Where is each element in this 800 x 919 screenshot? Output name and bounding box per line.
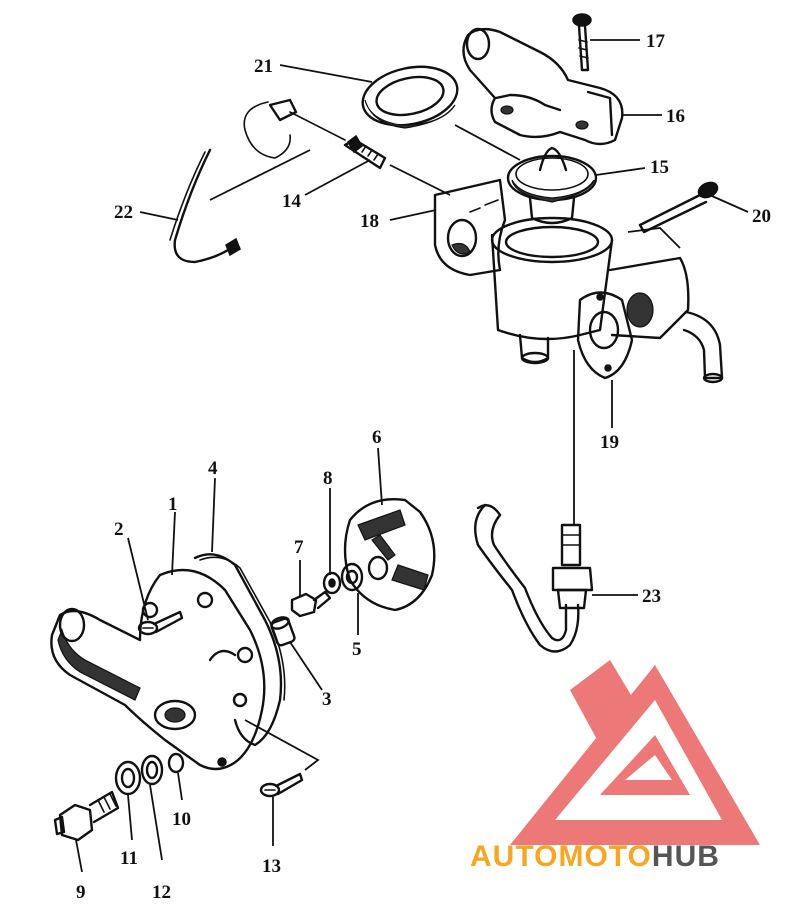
part-15-thermostat	[506, 146, 598, 225]
part-19-gasket	[576, 291, 634, 380]
part-2-screw	[137, 610, 184, 636]
callout-2: 2	[114, 519, 124, 540]
part-18-outlet-body	[433, 178, 724, 384]
part-5-washer	[340, 562, 364, 592]
callout-13: 13	[262, 856, 281, 877]
part-10-washer	[167, 752, 185, 774]
part-20-bolt	[638, 181, 719, 234]
callout-6: 6	[372, 427, 382, 448]
callout-9: 9	[76, 882, 86, 903]
part-6-impeller	[343, 498, 436, 612]
watermark-auto: AUTO	[470, 840, 558, 873]
callout-15: 15	[650, 157, 669, 178]
callout-20: 20	[752, 206, 771, 227]
callout-22: 22	[114, 202, 133, 223]
callout-labels: 1 2 3 4 5 6 7 8 9 10 11 12 13 14 15 16 1…	[76, 31, 771, 903]
callout-14: 14	[282, 191, 302, 212]
part-16-thermostat-cover	[462, 27, 624, 146]
part-17-bolt	[572, 13, 592, 72]
callout-5: 5	[352, 639, 362, 660]
part-22-wire	[169, 98, 346, 264]
part-8-washer	[322, 571, 342, 595]
callout-23: 23	[642, 586, 661, 607]
part-13-screw	[259, 772, 304, 798]
callout-4: 4	[208, 458, 218, 479]
callout-17: 17	[646, 31, 666, 52]
watermark-logo-icon	[510, 660, 760, 845]
callout-19: 19	[600, 432, 619, 453]
callout-16: 16	[666, 106, 685, 127]
callout-11: 11	[120, 848, 138, 869]
watermark-moto: MOTO	[558, 840, 651, 873]
part-3-dowel	[270, 616, 296, 647]
watermark-hub: HUB	[652, 840, 720, 873]
part-7-bolt	[290, 590, 332, 618]
part-1-pump-cover	[50, 568, 266, 771]
callout-12: 12	[152, 882, 171, 903]
watermark-text: AUTOMOTOHUB	[470, 840, 720, 873]
part-12-washer	[140, 754, 164, 786]
leader-lines	[75, 39, 749, 873]
callout-10: 10	[172, 809, 191, 830]
callout-7: 7	[294, 537, 304, 558]
part-9-drain-bolt	[53, 790, 120, 842]
callout-21: 21	[254, 56, 273, 77]
part-21-seal-ring	[361, 65, 459, 129]
callout-8: 8	[323, 468, 333, 489]
callout-3: 3	[322, 689, 332, 710]
callout-1: 1	[168, 494, 178, 515]
part-11-washer	[114, 760, 142, 796]
part-4-gasket	[193, 553, 286, 747]
callout-18: 18	[360, 211, 379, 232]
part-23-temperature-sensor	[474, 503, 594, 653]
